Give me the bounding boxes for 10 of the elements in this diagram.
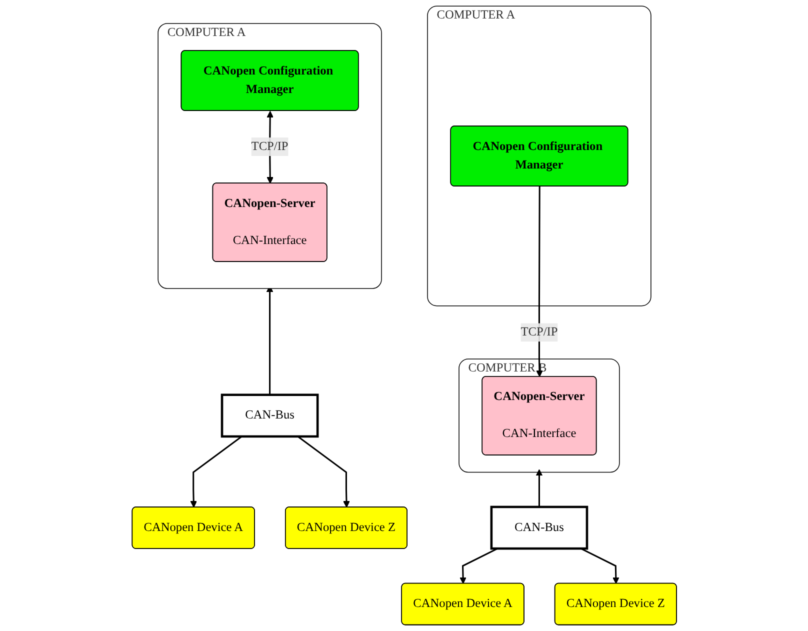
arrow <box>297 436 350 508</box>
node-box: CAN-Bus <box>490 506 588 550</box>
arrow <box>580 548 619 584</box>
arrow <box>190 436 242 508</box>
arrow <box>459 548 498 584</box>
edge-label: TCP/IP <box>520 326 558 339</box>
edge-label: TCP/IP <box>250 140 288 153</box>
node-box: CAN-Bus <box>220 394 318 438</box>
arrow <box>536 186 543 378</box>
arrow <box>535 469 542 507</box>
